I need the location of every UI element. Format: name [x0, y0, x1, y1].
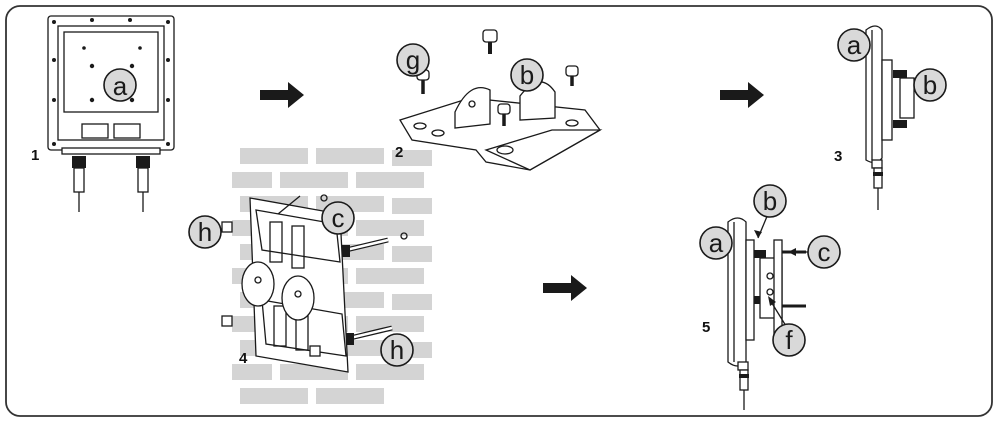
callout-h-step4-top-label: h	[198, 217, 212, 247]
step-4-wall-bracket	[221, 194, 408, 373]
callout-a-step3-label: a	[847, 30, 862, 60]
arrow-right-icon	[260, 82, 304, 108]
callout-c-step4: c	[321, 201, 355, 235]
callout-a-step5: a	[699, 226, 733, 260]
step-number-3: 3	[834, 148, 842, 165]
callout-f-step5: f	[772, 323, 806, 357]
step-number-4: 4	[239, 350, 248, 367]
callout-a-step3: a	[837, 28, 871, 62]
callout-a-step1: a	[103, 68, 137, 102]
callout-b-step2: b	[510, 58, 544, 92]
step-3-antenna-side-view	[865, 25, 915, 210]
step-number-5: 5	[702, 319, 710, 336]
callout-b-step5: b	[753, 184, 787, 218]
callout-b-step3-label: b	[923, 70, 937, 100]
callout-a-step5-label: a	[709, 228, 724, 258]
callout-a-step1-label: a	[113, 71, 128, 101]
step-number-1: 1	[31, 147, 39, 164]
callout-c-step4-label: c	[332, 203, 345, 233]
callout-b-step5-label: b	[763, 186, 777, 216]
callout-h-step4-bottom-label: h	[390, 335, 404, 365]
callout-h-step4-bottom: h	[380, 333, 414, 367]
callout-b-step2-label: b	[520, 60, 534, 90]
arrow-right-icon	[543, 275, 587, 301]
callout-g-step2-label: g	[406, 45, 420, 75]
callout-c-step5: c	[807, 235, 841, 269]
callout-g-step2: g	[396, 43, 430, 77]
step-number-2: 2	[395, 144, 403, 161]
callout-f-step5-label: f	[785, 325, 793, 355]
step-5-assembled-side-view	[727, 213, 808, 410]
callout-h-step4-top: h	[188, 215, 222, 249]
arrow-right-icon	[720, 82, 764, 108]
callout-c-step5-label: c	[818, 237, 831, 267]
callout-b-step3: b	[913, 68, 947, 102]
